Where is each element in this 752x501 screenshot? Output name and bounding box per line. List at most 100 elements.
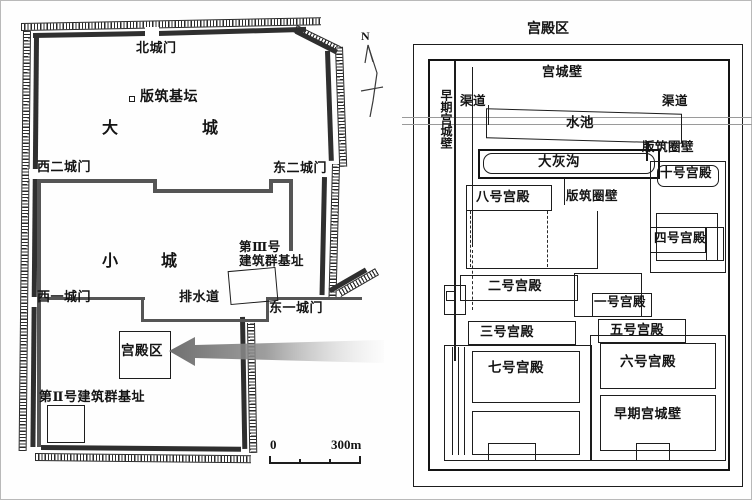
label-palace-5: 五号宫殿 [610, 322, 665, 337]
inner-city-wall-step-down [269, 179, 273, 193]
inner-city-wall-step-up [153, 179, 157, 193]
rampart-band-west [18, 31, 31, 452]
scale-label-start: 0 [270, 437, 277, 452]
palace-8-dashed-right [547, 211, 548, 267]
ash-ditch-outer [478, 149, 660, 179]
palace-2-annex-left[interactable] [444, 285, 466, 315]
label-early-palace-city-wall-vertical: 早期宫城壁 [439, 89, 453, 149]
label-palace-4: 四号宫殿 [654, 231, 707, 245]
label-early-palace-city-wall: 早期宫城壁 [614, 406, 682, 421]
label-rammed-earth-platform: 版筑基坛 [140, 90, 198, 105]
early-wall-court[interactable] [600, 395, 716, 451]
rammed-platform-symbol [129, 96, 135, 102]
drainage-line-east [266, 297, 362, 300]
label-big-ash-ditch: 大灰沟 [538, 154, 580, 169]
palace-6-rect[interactable] [600, 343, 716, 389]
gate-gap-north [145, 27, 159, 39]
scale-bar-tick-end [359, 456, 361, 464]
rammed-wall-right-line [646, 141, 648, 161]
palace-7-stripe-2 [458, 347, 460, 455]
label-inner-city-left: 小 [102, 253, 119, 270]
palace-7-gate[interactable] [488, 443, 536, 461]
label-inner-city-right: 城 [161, 253, 178, 270]
city-wall-east-lower [319, 177, 327, 296]
inner-city-wall-west [37, 179, 41, 447]
palace-7-south-court[interactable] [472, 411, 580, 455]
palace-8-dashed-left [470, 211, 471, 267]
gate-gap-west-second [29, 169, 43, 179]
palace-1-rect[interactable] [592, 293, 652, 317]
palace-zone-rect[interactable] [119, 331, 171, 379]
palace-2-rect[interactable] [460, 275, 578, 301]
early-palace-wall-line-b [472, 67, 474, 247]
palace-zone-panel: 宫殿区 [401, 1, 752, 501]
label-palace-city-wall: 宫城壁 [542, 64, 583, 79]
inner-city-wall-north-right [269, 179, 293, 183]
drainage-line-lower [141, 319, 269, 322]
north-arrow-label: N [361, 29, 370, 43]
palace-4-side[interactable] [706, 227, 724, 261]
scale-bar-tick-1 [299, 459, 301, 464]
label-palace-1: 一号宫殿 [594, 295, 647, 309]
palace-zone-frame: 宫城壁 早期宫城壁 渠道 渠道 水池 版筑圈壁 大灰沟 十号宫殿 八号宫殿 版筑… [402, 44, 752, 487]
early-wall-gate[interactable] [636, 443, 670, 461]
palace-zone-pointer-arrow [169, 331, 384, 373]
label-building-group-3-line1: 第Ⅲ号 [239, 240, 281, 254]
label-palace-3: 三号宫殿 [480, 324, 535, 339]
label-building-group-3: 第Ⅲ号 建筑群基址 [239, 240, 319, 268]
city-wall-north-right [158, 26, 306, 36]
label-north-gate: 北城门 [136, 40, 177, 55]
label-palace-6: 六号宫殿 [620, 354, 676, 369]
rampart-band-east-lower [328, 164, 340, 300]
canal-alignment-hairline-lower [402, 124, 752, 125]
city-wall-south [41, 445, 241, 452]
early-palace-wall-line-a [454, 61, 457, 361]
label-palace-zone-inset: 宫殿区 [121, 343, 163, 358]
label-west-first-gate: 西一城门 [37, 289, 92, 304]
city-wall-east-upper [325, 50, 334, 161]
drainage-line-riser [266, 297, 269, 321]
label-palace-7: 七号宫殿 [488, 360, 544, 375]
label-palace-2: 二号宫殿 [488, 278, 543, 293]
city-plan-panel: 北城门 版筑基坛 大 城 西二城门 东二城门 小 城 第Ⅲ号 建筑群基址 西一城… [1, 1, 401, 501]
label-palace-10: 十号宫殿 [660, 166, 713, 180]
city-wall-north [33, 31, 145, 38]
label-rammed-wall-mid: 版筑圈壁 [566, 189, 619, 203]
palace-8-rect[interactable] [466, 185, 552, 211]
palace-4-outer[interactable] [656, 213, 718, 261]
early-palace-wall-dashed [472, 250, 473, 310]
scale-label-end: 300m [331, 437, 362, 452]
palace-zone-title: 宫殿区 [527, 22, 569, 37]
palace-3-rect[interactable] [468, 321, 576, 345]
palace-10-label-box[interactable] [657, 165, 719, 187]
label-canal-left: 渠道 [460, 94, 487, 108]
inner-city-wall-east [289, 179, 293, 251]
inner-city-wall-north-left [37, 179, 157, 183]
gate-gap-west-first [29, 297, 43, 307]
palace-8-court[interactable] [466, 211, 598, 269]
label-pool: 水池 [566, 115, 594, 130]
label-building-group-3-line2: 建筑群基址 [239, 254, 305, 268]
label-canal-right: 渠道 [662, 94, 689, 108]
palace-7-stripe-1 [452, 347, 454, 455]
scale-bar [269, 456, 361, 470]
scale-bar-tick-start [269, 456, 271, 464]
scale-bar-axis [269, 462, 361, 464]
palace-7-hall[interactable] [472, 351, 580, 403]
label-drainage: 排水道 [179, 289, 220, 304]
ash-ditch-inner[interactable] [483, 153, 655, 174]
scale-bar-tick-2 [329, 459, 331, 464]
palace-4-inner[interactable] [650, 227, 706, 253]
palace-7-stripe-3 [464, 347, 466, 455]
label-outer-city-right: 城 [202, 120, 219, 137]
palace-2-annex-small[interactable] [446, 291, 456, 301]
north-arrow: N [353, 29, 397, 118]
building-group-2-rect[interactable] [47, 405, 85, 443]
palace-5-rect[interactable] [598, 319, 686, 343]
gate-gap-east-second [319, 161, 331, 177]
label-rammed-wall-right: 版筑圈壁 [642, 140, 695, 154]
label-east-first-gate: 东一城门 [269, 300, 324, 315]
palace-10-rect[interactable] [650, 161, 726, 273]
palace-city-wall-rect [428, 59, 730, 471]
